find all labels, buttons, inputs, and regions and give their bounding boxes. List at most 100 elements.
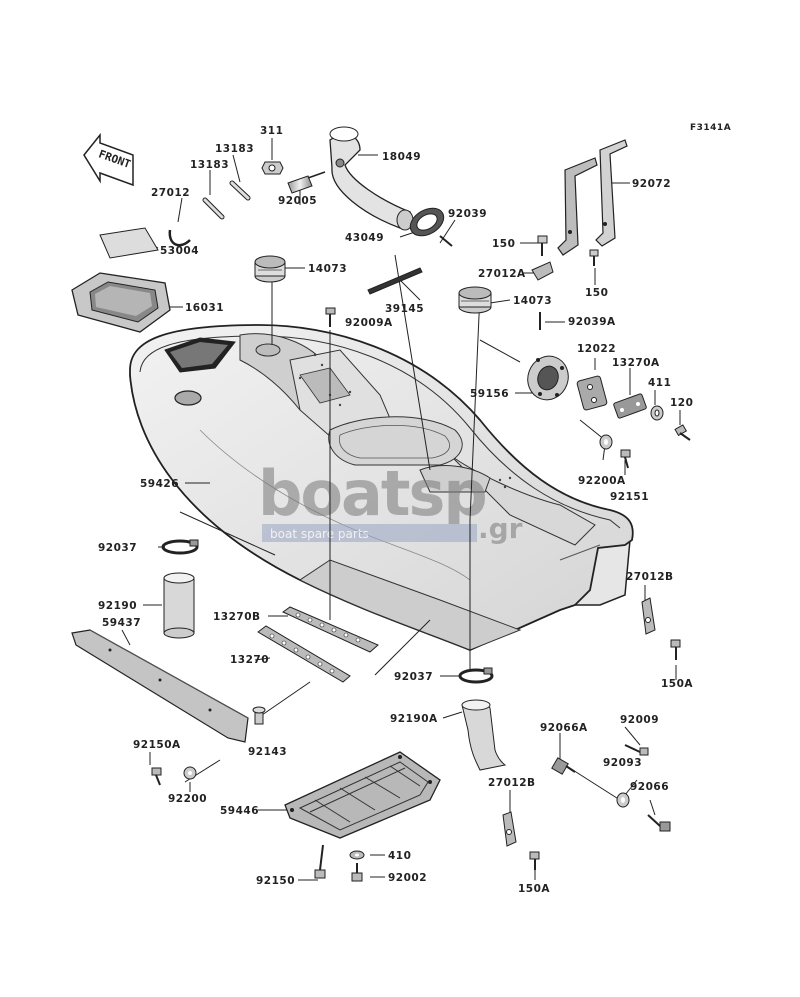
label-410: 410	[388, 850, 411, 862]
watermark: boatsp .gr boat spare parts	[258, 457, 523, 545]
bolt-150b-icon	[589, 249, 599, 266]
label-92150: 92150	[256, 875, 295, 887]
label-12022: 12022	[577, 343, 616, 355]
label-27012: 27012	[151, 187, 190, 199]
bolt-150A-right-icon	[670, 639, 681, 660]
clamp-92037b-icon	[458, 667, 494, 684]
label-43049: 43049	[345, 232, 384, 244]
washer-92200A-icon	[599, 434, 613, 450]
label-92151: 92151	[610, 491, 649, 503]
bolt-92150A-icon	[151, 767, 162, 786]
label-13270A: 13270A	[612, 357, 660, 369]
washer-410-icon	[349, 850, 365, 860]
label-59426: 59426	[140, 478, 179, 490]
watermark-tagline: boat spare parts	[270, 527, 369, 541]
bracket-27012B-bottom-icon	[502, 811, 517, 847]
figure-code: F3141A	[690, 123, 731, 133]
sheet-53004-icon	[99, 227, 159, 259]
label-120: 120	[670, 397, 693, 409]
cap-14073a-icon	[254, 255, 286, 283]
bolt-150A-bottom-icon	[529, 851, 540, 870]
label-150-upper: 150	[492, 238, 515, 250]
label-92066: 92066	[630, 781, 669, 793]
label-92190A: 92190A	[390, 713, 438, 725]
hose-92190-icon	[163, 572, 195, 639]
label-92037-lower: 92037	[394, 671, 433, 683]
label-92005: 92005	[278, 195, 317, 207]
label-18049: 18049	[382, 151, 421, 163]
label-411: 411	[648, 377, 671, 389]
label-150-right: 150	[585, 287, 608, 299]
pin-92143-icon	[252, 706, 266, 725]
label-59446: 59446	[220, 805, 259, 817]
plate-12022-icon	[576, 375, 608, 411]
label-92143: 92143	[248, 746, 287, 758]
washer-411-icon	[650, 405, 664, 421]
cap-14073b-icon	[458, 286, 492, 314]
washer-92093-icon	[616, 792, 630, 808]
label-92150A: 92150A	[133, 739, 181, 751]
pin-92039-icon	[439, 235, 453, 247]
gasket-43049-icon	[409, 207, 445, 237]
strap-92072-icon	[557, 139, 628, 256]
label-92002: 92002	[388, 872, 427, 884]
bolt-150-icon	[537, 235, 548, 256]
plate-13270B-icon	[282, 606, 379, 653]
label-59156: 59156	[470, 388, 509, 400]
plate-13270A-icon	[613, 393, 647, 419]
label-27012B-bottom: 27012B	[488, 777, 536, 789]
part-labels: 311 13183 13183 27012 18049 92005 53004 …	[98, 125, 693, 895]
label-14073-upper: 14073	[308, 263, 347, 275]
strip-39145-icon	[367, 267, 423, 295]
label-92200: 92200	[168, 793, 207, 805]
label-92039A: 92039A	[568, 316, 616, 328]
bracket-27012B-right-icon	[641, 597, 656, 635]
label-13183-upper: 13183	[215, 143, 254, 155]
grate-59446-icon	[284, 751, 441, 839]
leader-lines	[121, 138, 681, 881]
sponson-59437-icon	[71, 629, 249, 743]
screw-92009A-icon	[325, 307, 336, 327]
label-92066A: 92066A	[540, 722, 588, 734]
label-92039: 92039	[448, 208, 487, 220]
label-92190: 92190	[98, 600, 137, 612]
bolt-120-icon	[674, 424, 691, 441]
hook-27012-icon	[168, 229, 191, 247]
front-arrow-icon: FRONT	[83, 132, 134, 187]
label-150A-bottom: 150A	[518, 883, 550, 895]
screw-92009-icon	[624, 744, 649, 756]
watermark-brand: boatsp	[258, 457, 486, 530]
label-92009: 92009	[620, 714, 659, 726]
label-92037-upper: 92037	[98, 542, 137, 554]
tray-16031-icon	[71, 272, 171, 333]
label-13183-lower: 13183	[190, 159, 229, 171]
tube-18049-icon	[329, 126, 414, 231]
label-53004: 53004	[160, 245, 199, 257]
label-311: 311	[260, 125, 283, 137]
fitting-92066A-icon	[551, 757, 576, 775]
label-39145: 39145	[385, 303, 424, 315]
plate-13270-icon	[257, 625, 351, 683]
clip-13183-icon	[202, 180, 251, 220]
label-92009A: 92009A	[345, 317, 393, 329]
label-92072: 92072	[632, 178, 671, 190]
watermark-tld: .gr	[478, 512, 523, 545]
label-16031: 16031	[185, 302, 224, 314]
nut-311-icon	[261, 161, 284, 175]
washer-92200-icon	[183, 766, 197, 780]
label-13270: 13270	[230, 654, 269, 666]
label-59437: 59437	[102, 617, 141, 629]
label-13270B: 13270B	[213, 611, 261, 623]
label-92093: 92093	[603, 757, 642, 769]
bracket-27012A-icon	[531, 261, 554, 281]
label-14073-lower: 14073	[513, 295, 552, 307]
bolt-92151-icon	[620, 449, 631, 469]
label-27012A: 27012A	[478, 268, 526, 280]
fitting-92066-icon	[647, 814, 671, 832]
bolt-92002-icon	[351, 863, 363, 882]
fitting-92005-icon	[287, 171, 326, 194]
label-27012B-right: 27012B	[626, 571, 674, 583]
flange-59156-icon	[527, 355, 569, 401]
label-150A-right: 150A	[661, 678, 693, 690]
